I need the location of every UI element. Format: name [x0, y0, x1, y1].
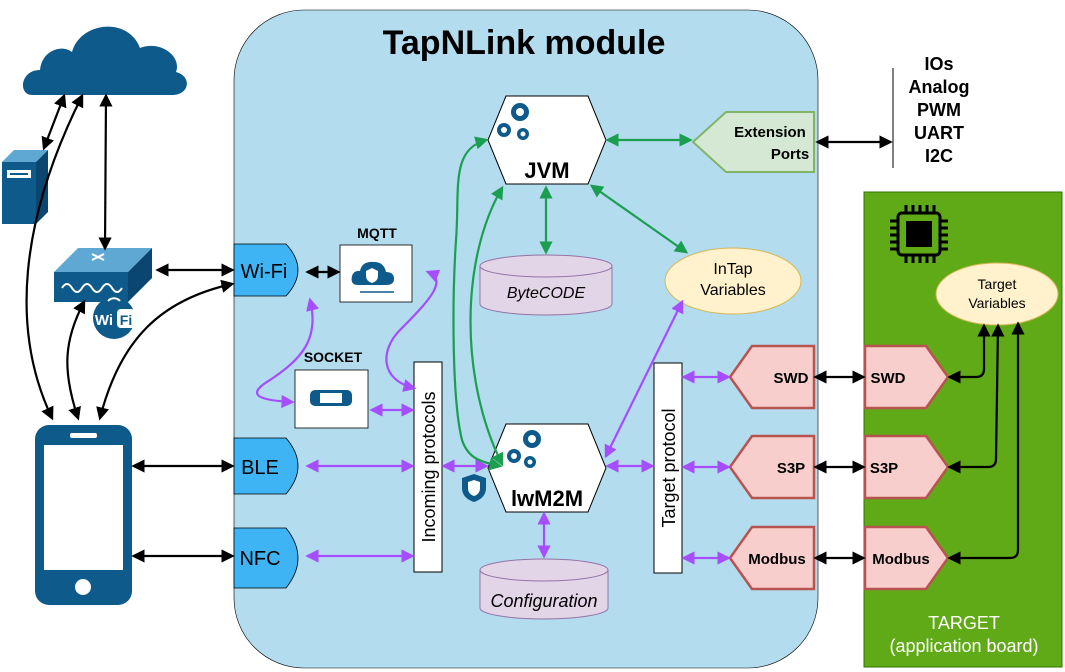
wifi-connector-label: Wi-Fi — [241, 261, 288, 283]
socket-box — [294, 369, 369, 429]
io-item-2: Analog — [909, 77, 970, 97]
extension-ports: Extension Ports — [691, 111, 815, 173]
io-item-4: UART — [914, 123, 964, 143]
io-item-5: I2C — [925, 146, 953, 166]
socket-label: SOCKET — [304, 349, 363, 365]
target-variables — [935, 262, 1059, 326]
incoming-protocols-label: Incoming protocols — [419, 391, 439, 542]
cloud-icon — [22, 26, 187, 95]
ble-connector: BLE — [233, 437, 299, 495]
jvm-block: JVM — [487, 95, 607, 185]
jvm-label: JVM — [524, 158, 569, 183]
intap-variables — [664, 247, 802, 315]
nfc-connector-label: NFC — [239, 548, 280, 570]
chip-icon — [890, 205, 948, 263]
purple-links — [256, 269, 731, 565]
configuration-db: Configuration — [479, 558, 609, 620]
io-item-3: PWM — [917, 100, 961, 120]
lwm2m-block: lwM2M — [487, 423, 607, 513]
target-swd-port: SWD — [863, 344, 950, 410]
black-links — [25, 93, 1025, 565]
lwm2m-label: lwM2M — [511, 486, 583, 511]
target-s3p-label: S3P — [870, 460, 898, 477]
target-modbus-label: Modbus — [872, 551, 930, 568]
mqtt-label: MQTT — [357, 225, 397, 241]
module-s3p-label: S3P — [777, 460, 805, 477]
mqtt-box — [339, 244, 413, 303]
router-icon — [54, 248, 152, 302]
intap-variables-line2: Variables — [700, 282, 766, 299]
wifi-badge-fi: Fi — [120, 312, 132, 328]
lwm2m-gears-icon — [507, 430, 541, 468]
extension-ports-line1: Extension — [734, 124, 806, 141]
smartphone-icon — [35, 425, 132, 605]
target-variables-line2: Variables — [968, 295, 1025, 311]
target-modbus-port: Modbus — [863, 525, 950, 591]
ble-connector-label: BLE — [241, 457, 279, 479]
target-swd-label: SWD — [871, 370, 906, 387]
green-links — [452, 133, 693, 471]
module-swd-port: SWD — [728, 344, 816, 410]
extension-ports-line2: Ports — [771, 146, 809, 163]
shield-icon — [462, 474, 486, 502]
wifi-connector: Wi-Fi — [233, 243, 299, 297]
module-title: TapNLink module — [383, 24, 666, 62]
target-board — [863, 191, 1063, 668]
module-modbus-port: Modbus — [728, 525, 816, 591]
bytecode-db: ByteCODE — [479, 254, 613, 316]
target-protocol-label: Target protocol — [659, 408, 679, 527]
jvm-gears-icon — [497, 103, 529, 140]
nfc-connector: NFC — [233, 527, 299, 589]
target-sublabel: (application board) — [889, 636, 1038, 656]
target-label: TARGET — [928, 613, 1000, 633]
bytecode-label: ByteCODE — [507, 285, 586, 302]
module-modbus-label: Modbus — [748, 551, 806, 568]
wifi-badge-wi: Wi — [95, 312, 113, 329]
configuration-label: Configuration — [490, 591, 597, 611]
module-swd-label: SWD — [774, 370, 809, 387]
target-s3p-port: S3P — [863, 434, 950, 500]
intap-variables-line1: InTap — [713, 261, 752, 278]
wifi-badge-icon: Wi Fi — [93, 297, 135, 339]
io-item-1: IOs — [924, 54, 953, 74]
target-variables-line1: Target — [978, 276, 1017, 292]
server-icon — [2, 150, 48, 224]
module-s3p-port: S3P — [728, 434, 816, 500]
